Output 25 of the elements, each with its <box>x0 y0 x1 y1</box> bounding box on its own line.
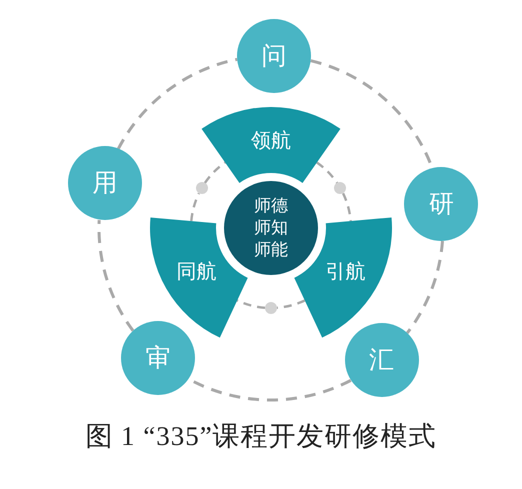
dashed-connector <box>236 299 266 309</box>
sector-label: 引航 <box>325 261 366 281</box>
core-label: 师能 <box>254 239 288 261</box>
stage-label: 研 <box>428 189 454 220</box>
stage-label: 问 <box>262 41 286 72</box>
stage-label: 汇 <box>369 344 394 375</box>
dashed-connector <box>316 162 338 184</box>
core-circle <box>224 181 318 275</box>
sector-label: 同航 <box>176 261 217 281</box>
dashed-connector <box>342 192 352 222</box>
dashed-connector <box>276 299 306 309</box>
core-label: 师德 <box>254 195 288 217</box>
dashed-connector <box>204 162 226 184</box>
figure-caption: 图 1 “335”课程开发研修模式 <box>85 420 437 453</box>
dashed-connector <box>98 220 134 332</box>
dashed-connector <box>116 58 238 150</box>
ring-dot <box>334 182 346 194</box>
sector-label: 领航 <box>251 130 291 150</box>
dashed-connector <box>406 240 444 334</box>
ring-dot <box>196 182 208 194</box>
ring-dot <box>265 302 277 314</box>
stage-label: 用 <box>92 168 118 198</box>
dashed-connector <box>190 192 200 222</box>
core-label: 师知 <box>254 217 288 239</box>
stage-label: 审 <box>146 342 171 373</box>
